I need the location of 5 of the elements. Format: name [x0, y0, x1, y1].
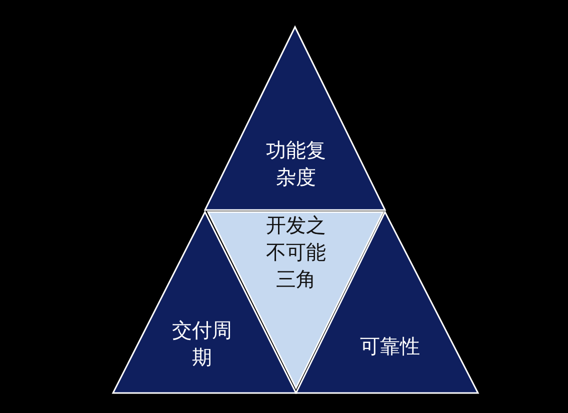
triangle-label: 交付周期: [171, 317, 233, 371]
triangle: [205, 27, 385, 210]
triangle-label: 开发之不可能三角: [265, 212, 327, 293]
triangle-label: 功能复杂度: [265, 137, 327, 191]
triangle-label: 可靠性: [359, 333, 421, 360]
